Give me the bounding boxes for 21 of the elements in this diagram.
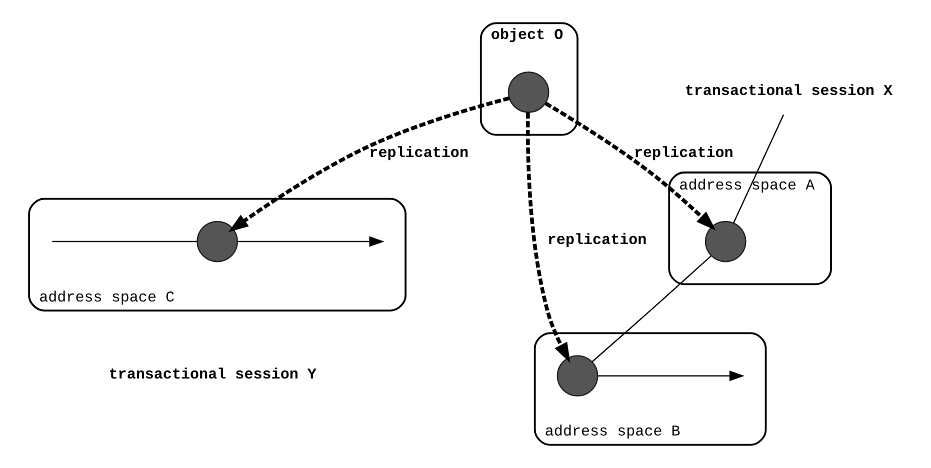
cluster: object O <box>480 22 578 136</box>
node-circle <box>508 71 550 113</box>
node-text: transactional session X <box>684 82 893 100</box>
node-circle <box>704 220 746 262</box>
edge-label: replication <box>634 144 734 162</box>
arrow <box>238 236 384 247</box>
edge-label: replication <box>547 231 647 250</box>
node-circle <box>196 220 238 262</box>
cluster: address space A <box>668 172 832 286</box>
connector <box>52 240 197 242</box>
arrow <box>544 102 716 231</box>
arrow <box>228 96 510 232</box>
cluster: address space B <box>534 332 767 446</box>
connector <box>733 114 784 224</box>
arrow <box>526 112 570 363</box>
label: transactional session Y <box>108 365 316 384</box>
arrow <box>598 370 744 382</box>
connector <box>592 255 712 362</box>
node-circle <box>556 355 598 397</box>
cluster: address space C <box>28 198 407 312</box>
edge-label: replication <box>369 144 469 162</box>
